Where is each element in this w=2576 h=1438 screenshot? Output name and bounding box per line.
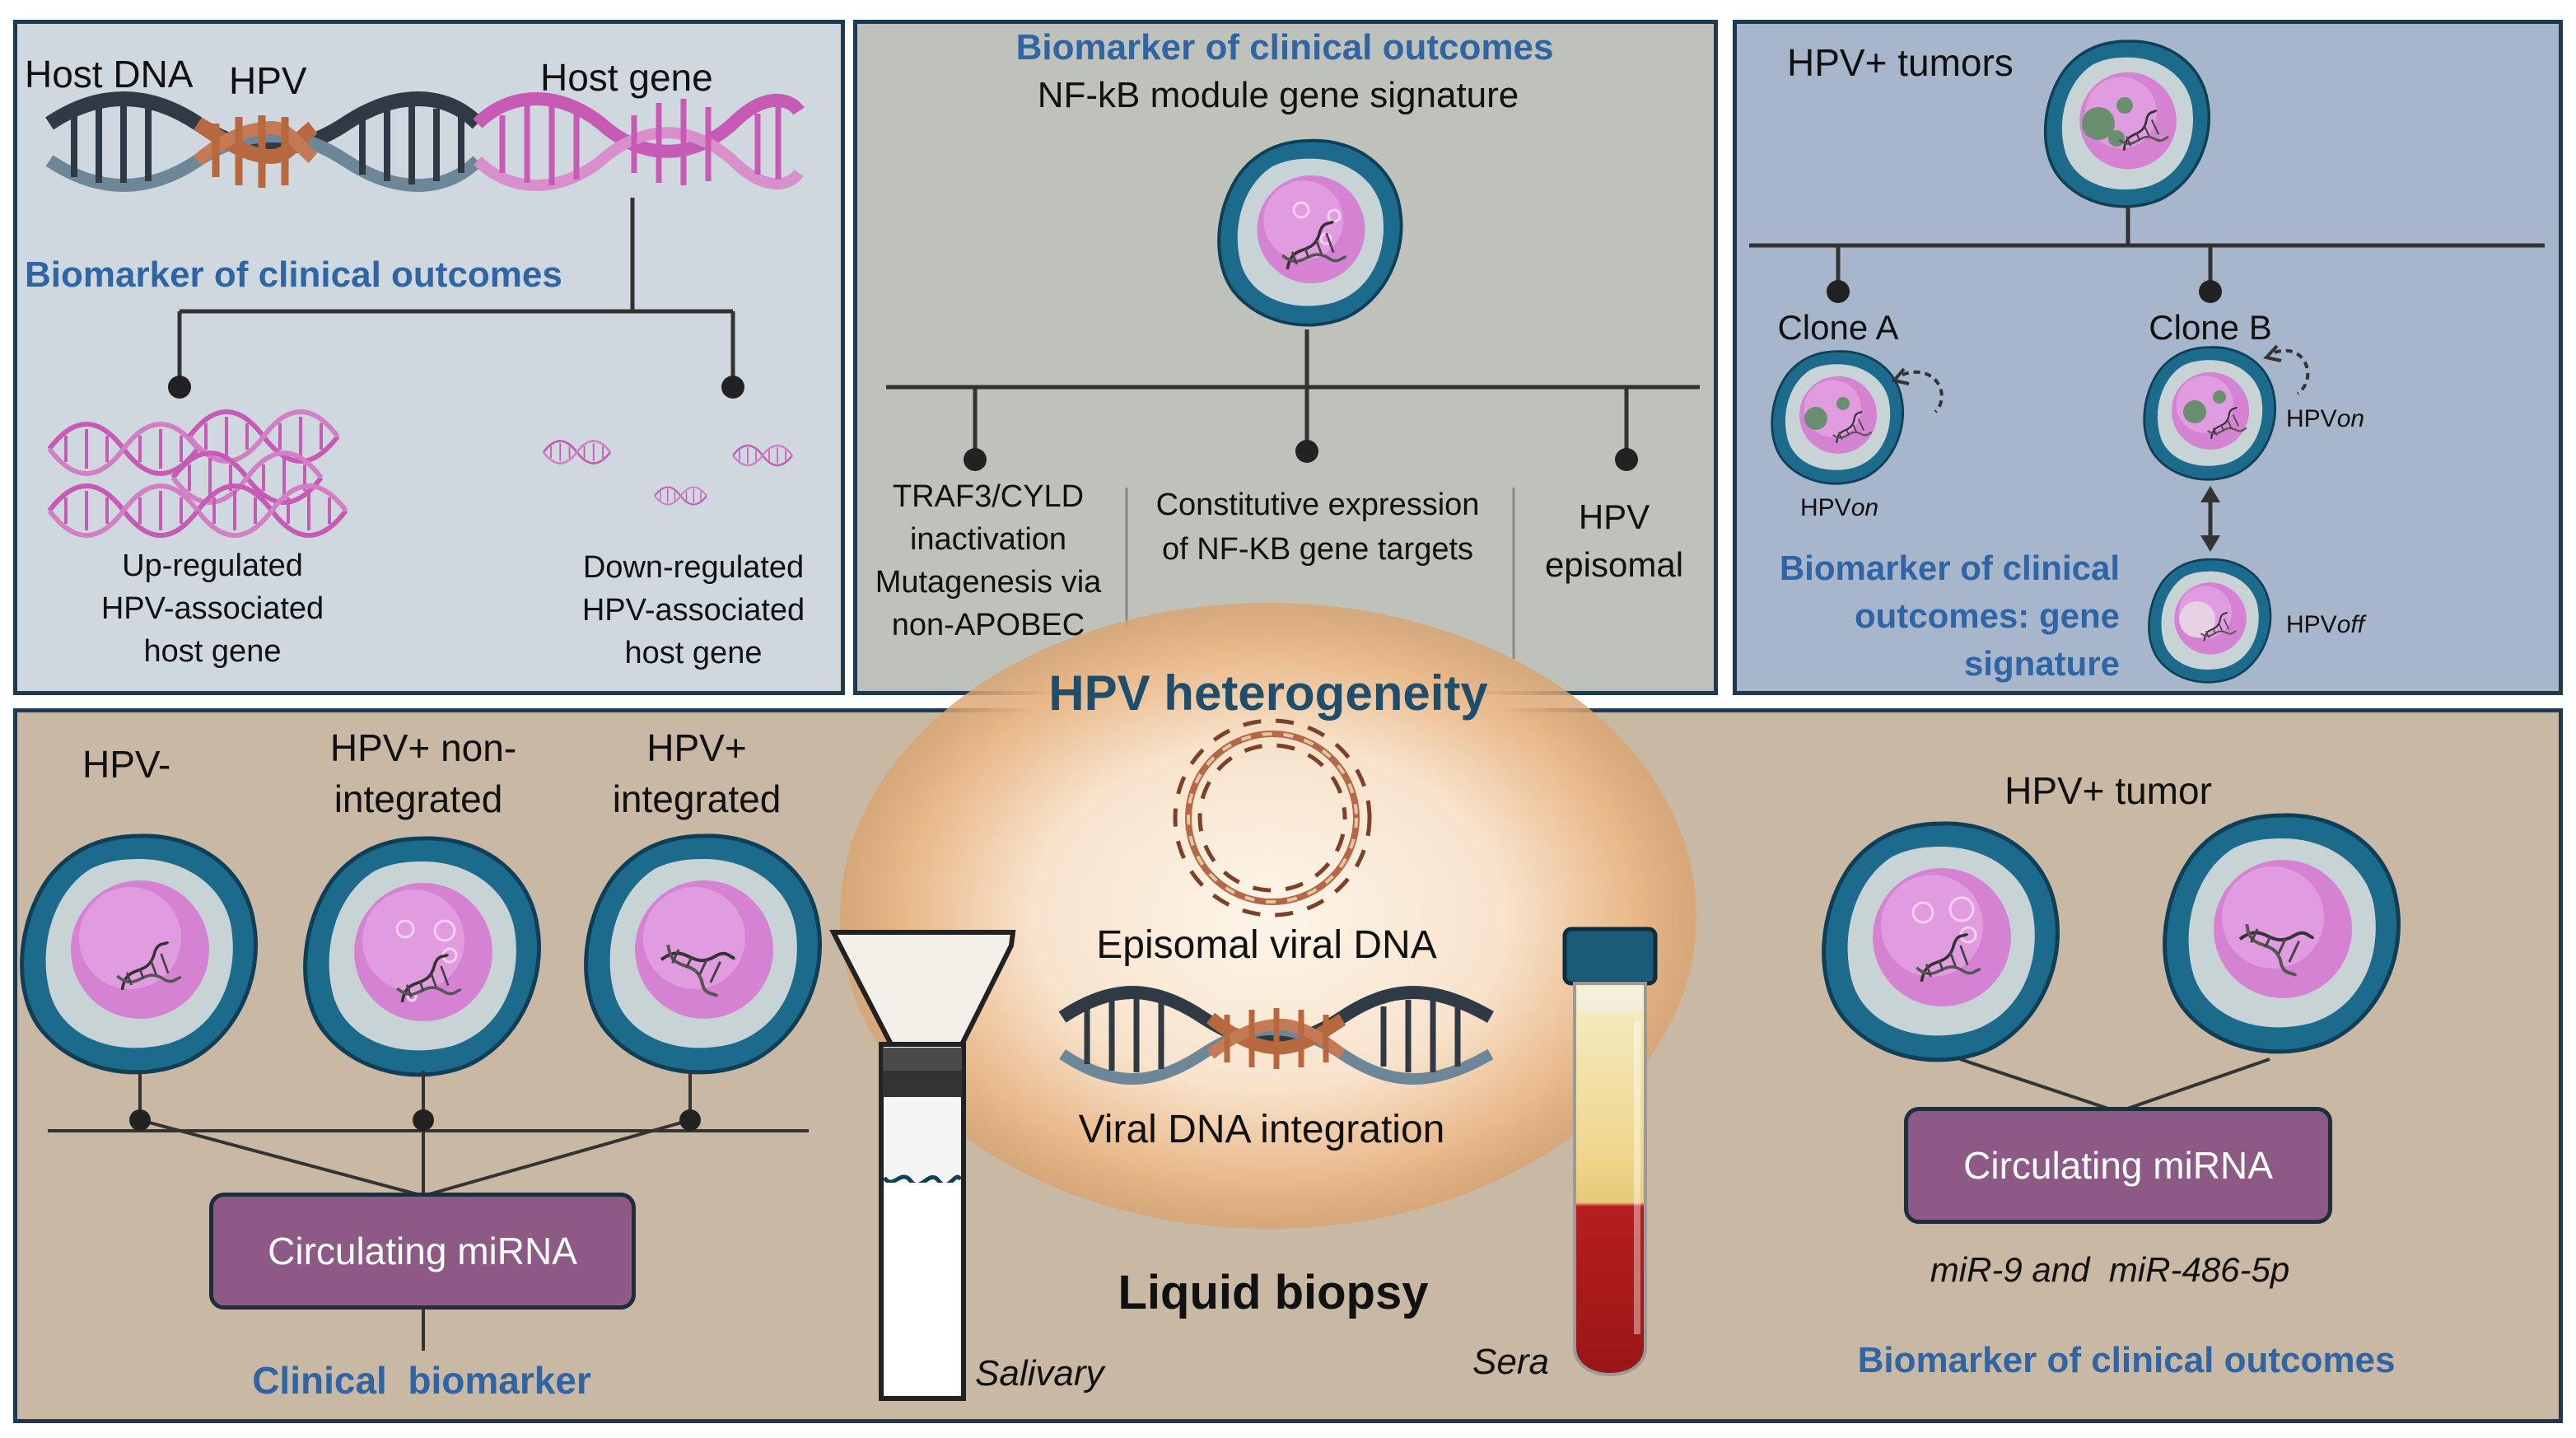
panel-clones-title-line-2: outcomes: gene	[1854, 596, 2120, 635]
integration-dna-icon	[1058, 986, 1494, 1085]
downregulated-line-3: host gene	[624, 636, 763, 670]
cell-hpv-negative-label: HPV-	[82, 743, 171, 786]
hpv-off-label: HPVoff	[2286, 611, 2365, 638]
panel-nfkb-subtitle: NF-kB module gene signature	[1037, 75, 1519, 115]
downregulated-genes-icon	[542, 440, 794, 506]
cell-hpv-non-integrated-label-2: integrated	[334, 777, 503, 820]
tree-node	[1827, 280, 1850, 303]
branch-traf3-line-1: TRAF3/CYLD	[892, 479, 1085, 514]
panel-integration-title: Biomarker of clinical outcomes	[25, 254, 562, 295]
sera-label: Sera	[1472, 1342, 1549, 1382]
clone-tree	[1749, 206, 2545, 288]
bottom-right-tree	[1959, 1057, 2270, 1114]
cell-hpv-integrated-label-1: HPV+	[646, 726, 747, 769]
host-gene-helix	[473, 92, 805, 191]
downregulated-line-1: Down-regulated	[582, 550, 805, 585]
panel-nfkb	[853, 20, 1718, 695]
branch-traf3-line-4: non-APOBEC	[891, 608, 1085, 642]
episomal-viral-dna-label: Episomal viral DNA	[1096, 923, 1437, 967]
hpv-heterogeneity-title: HPV heterogeneity	[1048, 665, 1488, 721]
hpv-tumors-label: HPV+ tumors	[1787, 41, 2014, 84]
clone-a-label: Clone A	[1777, 308, 1899, 347]
mirna-names-label: miR-9 and miR-486-5p	[1930, 1250, 2290, 1289]
clinical-biomarker-label: Clinical biomarker	[252, 1359, 591, 1402]
cell-hpv-integrated	[586, 836, 820, 1072]
host-dna-label: Host DNA	[25, 53, 194, 96]
salivary-label: Salivary	[975, 1353, 1104, 1394]
upregulated-line-1: Up-regulated	[122, 549, 303, 583]
branch-traf3-line-3: Mutagenesis via	[875, 565, 1102, 600]
tree-node	[413, 1109, 434, 1131]
tree-node	[679, 1109, 701, 1131]
nfkb-cell	[1217, 138, 1403, 327]
episomal-dna-icon	[1173, 718, 1372, 917]
downregulated-line-2: HPV-associated	[581, 593, 805, 628]
center-glow	[840, 603, 1696, 1229]
clone-b-cell	[2143, 344, 2310, 481]
upregulated-line-2: HPV-associated	[100, 591, 324, 626]
circulating-mirna-box-right: Circulating miRNA	[1904, 1107, 2332, 1224]
cell-hpv-non-integrated	[306, 838, 539, 1075]
cell-hpv-negative	[22, 836, 256, 1072]
salivary-tube-icon	[829, 930, 1016, 1401]
bidirectional-arrow	[2200, 486, 2220, 552]
cell-hpv-non-integrated-label-1: HPV+ non-	[329, 726, 517, 769]
panel-nfkb-title: Biomarker of clinical outcomes	[1015, 27, 1554, 68]
clone-a-cell	[1771, 350, 1944, 485]
hpv-tumor-label: HPV+ tumor	[2004, 769, 2212, 812]
hpv-tumor-cell	[2043, 40, 2211, 208]
tree-node	[129, 1109, 151, 1131]
host-gene-label: Host gene	[540, 56, 713, 99]
clone-b-off-cell	[2148, 558, 2272, 684]
integration-tree	[177, 198, 735, 387]
branch-constitutive-line-1: Constitutive expression	[1155, 488, 1480, 522]
host-dna-helix	[45, 91, 483, 192]
clone-b-label: Clone B	[2149, 308, 2272, 347]
branch-episomal-line-1: HPV	[1578, 497, 1650, 536]
tumor-cell-episomal	[1824, 824, 2058, 1060]
liquid-biopsy-label: Liquid biopsy	[1118, 1266, 1429, 1319]
hpv-label: HPV	[229, 59, 307, 102]
cell-hpv-integrated-label-2: integrated	[612, 777, 782, 820]
branch-episomal-line-2: episomal	[1544, 545, 1684, 584]
tree-node	[2199, 280, 2222, 303]
branch-constitutive-line-2: of NF-KB gene targets	[1161, 532, 1474, 567]
upregulated-genes-icon	[49, 412, 346, 535]
tree-node	[168, 376, 191, 399]
nfkb-tree	[886, 329, 1700, 457]
upregulated-line-3: host gene	[143, 634, 282, 669]
branch-traf3-line-2: inactivation	[909, 522, 1067, 557]
viral-dna-integration-label: Viral DNA integration	[1078, 1108, 1445, 1151]
tree-node	[964, 448, 987, 471]
panel-clones-title-line-3: signature	[1963, 644, 2120, 683]
tree-node	[1615, 448, 1638, 471]
hpv-on-label-b: HPVon	[2286, 405, 2365, 432]
sera-tube-icon	[1562, 927, 1658, 1376]
circulating-mirna-box-left: Circulating miRNA	[209, 1193, 636, 1310]
tree-node	[1295, 440, 1318, 463]
hpv-on-label-a: HPVon	[1800, 494, 1879, 521]
biomarker-clinical-outcomes-label: Biomarker of clinical outcomes	[1857, 1340, 2396, 1380]
tree-node	[721, 376, 744, 399]
tumor-cell-integrated	[2165, 815, 2399, 1052]
panel-clones-title-line-1: Biomarker of clinical	[1779, 549, 2120, 587]
